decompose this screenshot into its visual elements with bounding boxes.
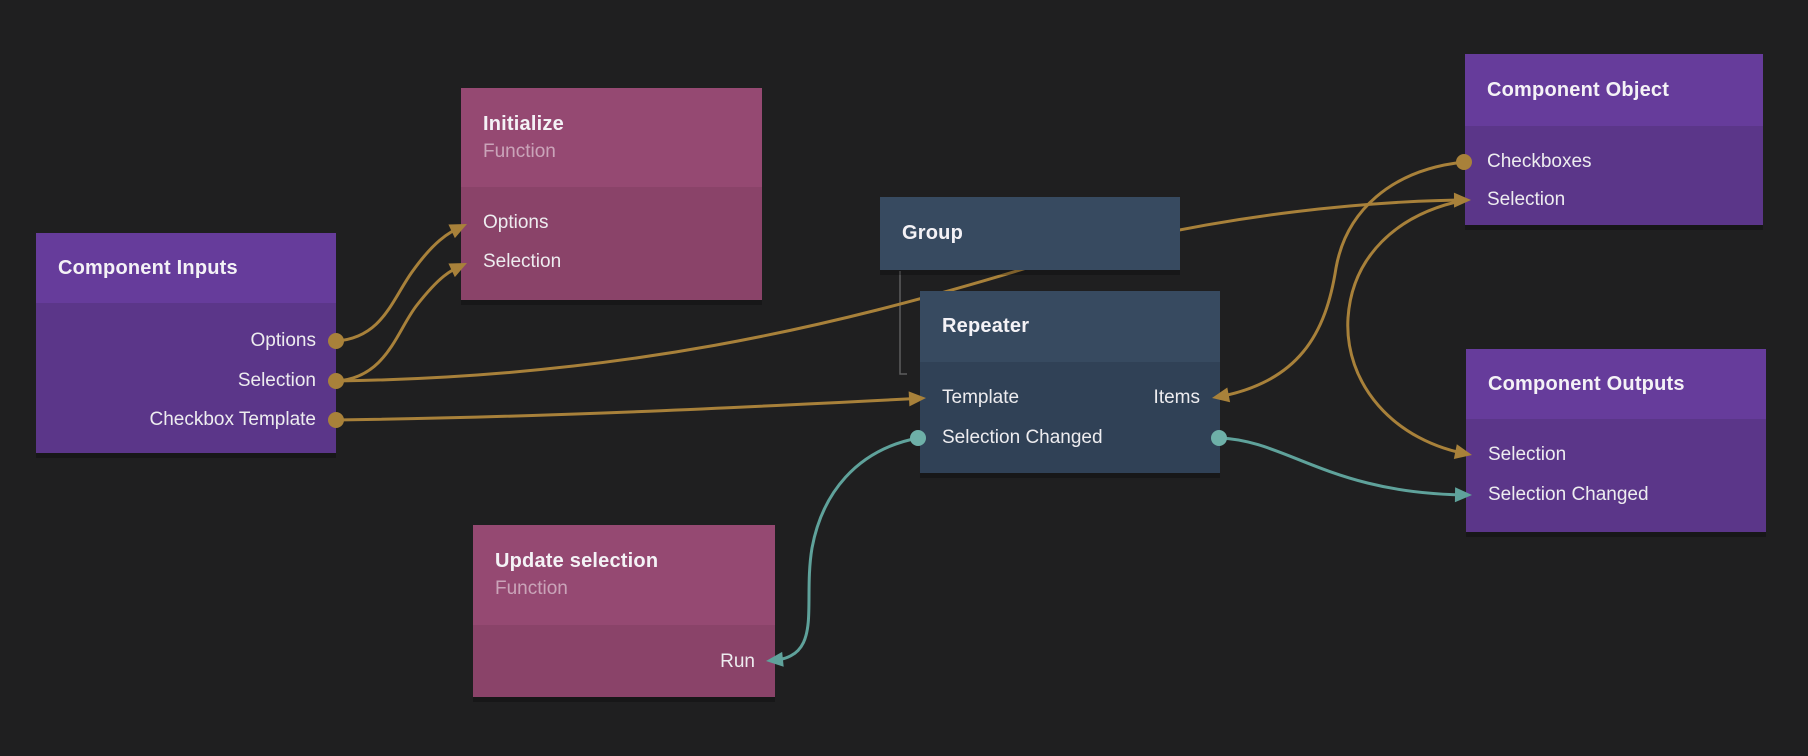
port-connector-dot-component-object-checkboxes[interactable] bbox=[1456, 154, 1472, 170]
port-component-object-checkboxes[interactable]: Checkboxes bbox=[1487, 147, 1592, 177]
port-component-inputs-options[interactable]: Options bbox=[251, 326, 316, 356]
port-connector-dot-component-inputs-selection[interactable] bbox=[328, 373, 344, 389]
port-connector-dot-repeater-selection-changed-left[interactable] bbox=[910, 430, 926, 446]
port-label: Items bbox=[1153, 387, 1200, 408]
port-connector-dot-component-inputs-checkbox-template[interactable] bbox=[328, 412, 344, 428]
node-header[interactable]: Repeater bbox=[920, 291, 1220, 362]
port-initialize-selection[interactable]: Selection bbox=[483, 247, 561, 277]
port-component-outputs-selection-changed[interactable]: Selection Changed bbox=[1488, 480, 1649, 510]
port-label: Checkboxes bbox=[1487, 151, 1592, 172]
port-update-selection-run[interactable]: Run bbox=[720, 647, 755, 677]
port-label: Options bbox=[250, 330, 316, 351]
wire-object-selection-to-outputs-selection[interactable] bbox=[1346, 198, 1474, 457]
wire-arrowhead-inputs-selection-to-object-selection[interactable] bbox=[1453, 192, 1471, 208]
wire-repeater-selection-changed-to-outputs-selection-changed[interactable] bbox=[1217, 436, 1474, 497]
hierarchy-connection-line bbox=[899, 271, 907, 375]
wire-inputs-options-to-initialize-options[interactable] bbox=[334, 222, 469, 343]
node-title: Component Object bbox=[1487, 78, 1670, 101]
node-title: Repeater bbox=[942, 315, 1030, 337]
node-title: Initialize bbox=[483, 112, 564, 135]
port-connector-dot-component-inputs-options[interactable] bbox=[328, 333, 344, 349]
node-title: Update selection bbox=[495, 550, 659, 572]
wire-inputs-selection-to-object-selection[interactable] bbox=[334, 198, 1473, 383]
node-header[interactable]: Component Outputs bbox=[1466, 349, 1766, 419]
wire-arrowhead-inputs-options-to-initialize-options[interactable] bbox=[448, 217, 470, 239]
wire-arrowhead-inputs-checkbox-template-to-repeater-template[interactable] bbox=[908, 391, 927, 407]
port-label: Selection Changed bbox=[942, 427, 1103, 448]
node-title: Component Inputs bbox=[58, 256, 238, 279]
port-label: Selection Changed bbox=[1488, 484, 1649, 505]
port-repeater-template[interactable]: Template bbox=[942, 383, 1019, 413]
wire-object-checkboxes-to-repeater-items[interactable] bbox=[1210, 160, 1466, 400]
wire-inputs-checkbox-template-to-repeater-template[interactable] bbox=[334, 396, 928, 422]
port-component-inputs-selection[interactable]: Selection bbox=[238, 366, 316, 396]
port-label: Selection bbox=[1488, 444, 1567, 465]
wire-repeater-selection-changed-to-update-selection-run[interactable] bbox=[764, 436, 920, 663]
port-repeater-items[interactable]: Items bbox=[1154, 383, 1200, 413]
port-label: Selection bbox=[483, 251, 562, 272]
node-subtitle: Function bbox=[495, 578, 568, 599]
node-title: Group bbox=[902, 222, 963, 244]
port-label: Checkbox Template bbox=[149, 409, 316, 430]
node-title: Component Outputs bbox=[1488, 372, 1685, 395]
port-repeater-selection-changed[interactable]: Selection Changed bbox=[942, 423, 1103, 453]
wire-arrowhead-object-checkboxes-to-repeater-items[interactable] bbox=[1211, 387, 1231, 405]
port-label: Selection bbox=[237, 370, 316, 391]
wire-arrowhead-inputs-selection-to-initialize-selection[interactable] bbox=[448, 256, 470, 278]
port-label: Run bbox=[720, 651, 755, 672]
node-header[interactable]: Component Inputs bbox=[36, 233, 336, 303]
node-group[interactable]: Group bbox=[880, 197, 1180, 270]
node-header[interactable]: Component Object bbox=[1465, 54, 1763, 126]
port-connector-dot-repeater-selection-changed-right[interactable] bbox=[1211, 430, 1227, 446]
port-label: Template bbox=[942, 387, 1020, 408]
wire-inputs-selection-to-initialize-selection[interactable] bbox=[334, 261, 469, 383]
port-initialize-options[interactable]: Options bbox=[483, 208, 548, 238]
wire-arrowhead-repeater-selection-changed-to-outputs-selection-changed[interactable] bbox=[1454, 487, 1472, 503]
port-label: Selection bbox=[1487, 189, 1566, 210]
port-component-object-selection[interactable]: Selection bbox=[1487, 185, 1565, 215]
port-component-outputs-selection[interactable]: Selection bbox=[1488, 440, 1566, 470]
port-label: Options bbox=[483, 212, 549, 233]
port-component-inputs-checkbox-template[interactable]: Checkbox Template bbox=[149, 405, 316, 435]
node-subtitle: Function bbox=[483, 140, 556, 162]
wire-arrowhead-object-selection-to-outputs-selection[interactable] bbox=[1453, 444, 1474, 462]
node-header[interactable]: Group bbox=[880, 197, 1180, 270]
wire-arrowhead-repeater-selection-changed-to-update-selection-run[interactable] bbox=[765, 651, 784, 669]
